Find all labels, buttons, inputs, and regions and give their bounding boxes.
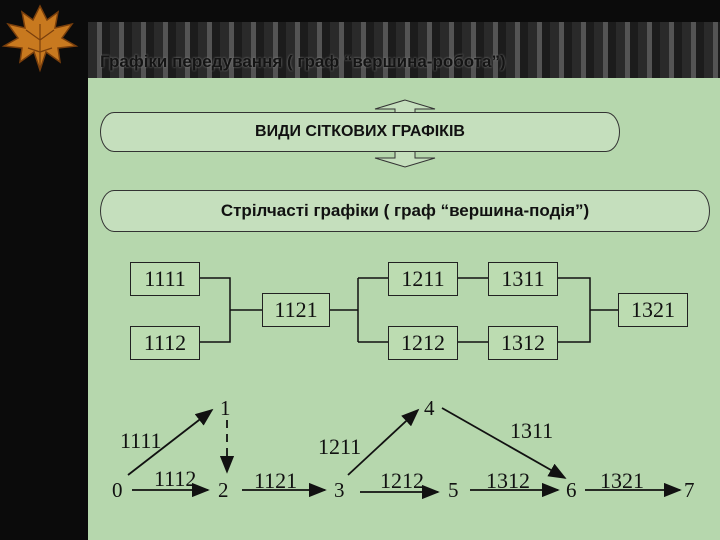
event-node-0: 0 xyxy=(112,478,123,502)
event-node-7: 7 xyxy=(684,478,695,502)
event-node-4: 4 xyxy=(424,396,435,420)
edge-label-1111: 1111 xyxy=(120,428,162,453)
event-node-2: 2 xyxy=(218,478,229,502)
arrow-3-4 xyxy=(347,408,420,476)
work-box-1211: 1211 xyxy=(388,262,458,296)
edge-label-1121: 1121 xyxy=(254,468,298,493)
edge-label-1212: 1212 xyxy=(380,468,424,493)
types-banner: ВИДИ СІТКОВИХ ГРАФІКІВ xyxy=(100,112,620,152)
event-node-1: 1 xyxy=(220,396,231,420)
event-arrows xyxy=(127,407,682,500)
work-box-1112: 1112 xyxy=(130,326,200,360)
edge-label-1311: 1311 xyxy=(510,418,554,443)
work-box-1311: 1311 xyxy=(488,262,558,296)
arrow-0-1 xyxy=(127,408,214,476)
edge-label-1112: 1112 xyxy=(154,466,197,491)
arrow-graphs-banner: Стрілчасті графіки ( граф “вершина-подія… xyxy=(100,190,710,232)
event-node-6: 6 xyxy=(566,478,577,502)
work-box-1121: 1121 xyxy=(262,293,330,327)
edge-label-1312: 1312 xyxy=(486,468,530,493)
work-box-1111: 1111 xyxy=(130,262,200,296)
edge-label-1321: 1321 xyxy=(600,468,644,493)
arrow-4-6 xyxy=(441,407,567,479)
edge-label-1211: 1211 xyxy=(318,434,362,459)
precedence-connectors xyxy=(200,277,618,343)
title-band xyxy=(88,22,720,78)
work-box-1321: 1321 xyxy=(618,293,688,327)
event-node-5: 5 xyxy=(448,478,459,502)
event-node-3: 3 xyxy=(334,478,345,502)
slide-title: Графіки передування ( граф “вершина-робо… xyxy=(100,52,506,71)
work-box-1212: 1212 xyxy=(388,326,458,360)
maple-leaf-icon xyxy=(0,0,86,80)
work-box-1312: 1312 xyxy=(488,326,558,360)
